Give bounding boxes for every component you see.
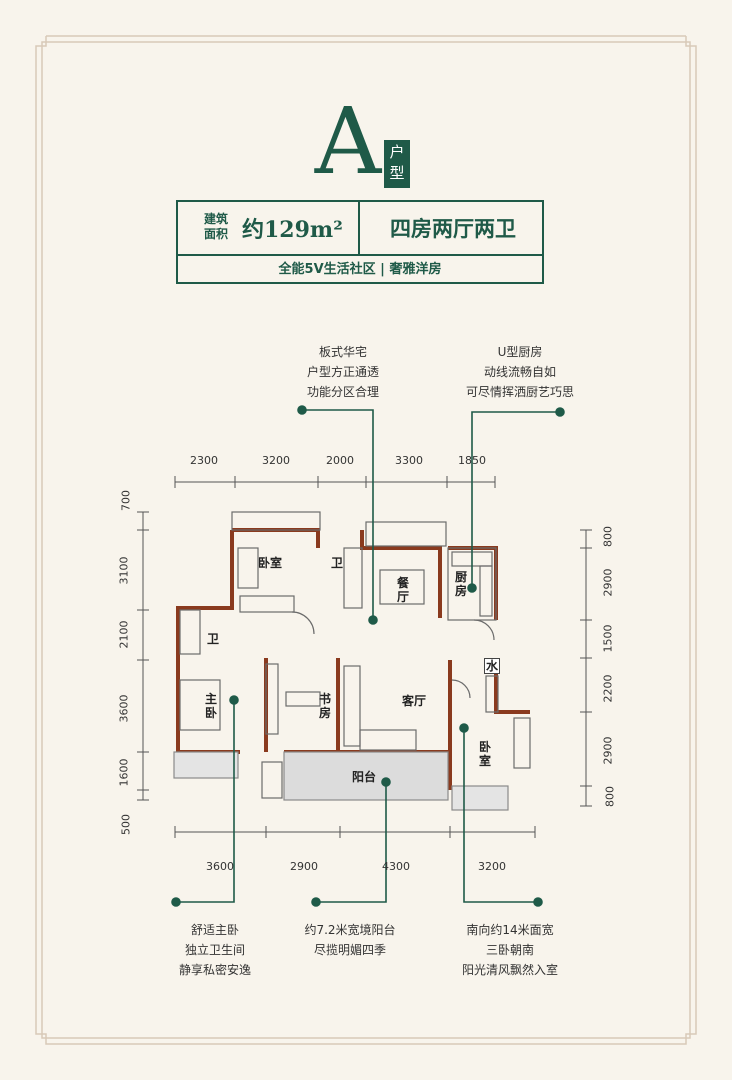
layout-description: 四房两厅两卫 xyxy=(390,216,516,241)
room-study: 书房 xyxy=(318,692,331,720)
room-kitchen: 厨房 xyxy=(454,570,467,598)
room-bedroom-1: 卧室 xyxy=(258,556,283,570)
dim-right-5: 2900 xyxy=(601,736,615,765)
room-bathroom-1: 卫 xyxy=(330,556,343,570)
dim-top-2: 3200 xyxy=(262,454,290,467)
dim-right-1: 800 xyxy=(601,526,615,547)
room-living: 客厅 xyxy=(401,694,426,708)
dim-bottom-2: 2900 xyxy=(290,860,318,873)
callout-bottom-left: 舒适主卧 独立卫生间 静享私密安逸 xyxy=(178,923,251,977)
callout-bottom-center: 约7.2米宽境阳台 尽揽明媚四季 xyxy=(304,923,396,957)
dim-left-2: 3100 xyxy=(117,556,131,585)
info-divider-vertical xyxy=(358,202,360,254)
callout-bottom-right: 南向约14米面宽 三卧朝南 阳光清风飘然入室 xyxy=(461,923,558,977)
area-label: 建筑 面积 xyxy=(204,212,229,241)
room-master-bedroom: 主卧 xyxy=(204,692,217,720)
info-divider-horizontal xyxy=(178,254,542,256)
unit-type-letter: A xyxy=(314,88,382,195)
dim-left-5: 1600 xyxy=(117,758,131,787)
dim-top-1: 2300 xyxy=(190,454,218,467)
decorative-frame xyxy=(35,35,697,1045)
dim-left-1: 700 xyxy=(119,490,133,511)
room-water: 水 xyxy=(484,658,500,674)
dim-right-4: 2200 xyxy=(601,674,615,703)
dim-bottom-4: 3200 xyxy=(478,860,506,873)
dim-left-4: 3600 xyxy=(117,694,131,723)
dim-right-2: 2900 xyxy=(601,568,615,597)
dim-top-4: 3300 xyxy=(395,454,423,467)
callout-top-center: 板式华宅 户型方正通透 功能分区合理 xyxy=(306,345,379,399)
dimension-lines xyxy=(137,476,592,838)
unit-info-box: 建筑 面积 约129m² 四房两厅两卫 全能5V生活社区 | 奢雅洋房 xyxy=(176,200,544,284)
unit-type-char-1: 户 xyxy=(389,143,405,161)
unit-type-badge: 户 型 xyxy=(384,140,410,188)
dim-top-5: 1850 xyxy=(458,454,486,467)
dim-right-6: 800 xyxy=(603,786,617,807)
callout-leaders xyxy=(171,405,565,907)
unit-type-char-2: 型 xyxy=(389,164,405,182)
area-value: 约129m² xyxy=(242,217,343,243)
dim-top-3: 2000 xyxy=(326,454,354,467)
tagline: 全能5V生活社区 | 奢雅洋房 xyxy=(278,262,442,277)
room-balcony: 阳台 xyxy=(351,770,376,784)
dim-left-6: 500 xyxy=(119,814,133,835)
room-bedroom-2: 卧室 xyxy=(478,740,491,768)
dim-right-3: 1500 xyxy=(601,624,615,653)
room-dining: 餐厅 xyxy=(396,576,409,604)
callout-top-right: U型厨房 动线流畅自如 可尽情挥洒厨艺巧思 xyxy=(465,345,574,399)
floorplan-interior xyxy=(173,511,531,811)
dim-bottom-1: 3600 xyxy=(206,860,234,873)
dim-left-3: 2100 xyxy=(117,620,131,649)
dim-bottom-3: 4300 xyxy=(382,860,410,873)
room-bathroom-2: 卫 xyxy=(206,632,219,646)
